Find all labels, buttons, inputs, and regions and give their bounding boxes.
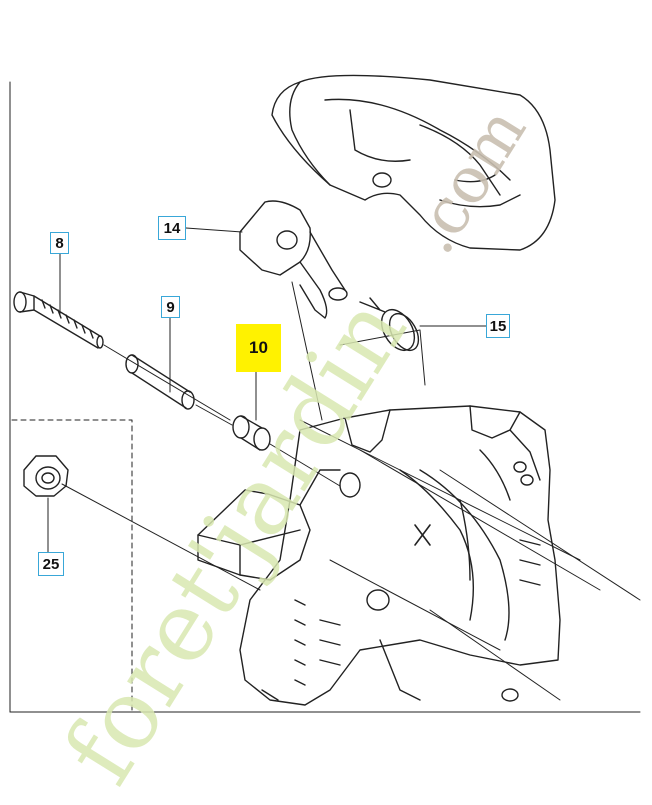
callout-8[interactable]: 8: [50, 232, 69, 254]
callout-14[interactable]: 14: [158, 216, 186, 240]
top-cover-housing: [271, 74, 556, 251]
spring-part-15: [359, 297, 420, 352]
callout-leaders: [47, 227, 487, 553]
callout-15[interactable]: 15: [486, 314, 510, 338]
nut-part-25: [23, 455, 261, 591]
brake-lever-part-14: [239, 200, 348, 319]
alignment-lines: [291, 281, 641, 701]
bolt-part-8: [13, 291, 231, 421]
watermark: foret'jardin .com: [43, 95, 541, 802]
dashed-group-box: [11, 419, 133, 713]
callout-10[interactable]: 10: [236, 324, 281, 372]
callout-9[interactable]: 9: [161, 296, 180, 318]
watermark-suffix-text: .com: [396, 95, 541, 266]
sleeve-part-9: [125, 354, 233, 426]
brake-bracket-housing: [197, 405, 561, 706]
callout-25[interactable]: 25: [38, 552, 64, 576]
bushing-part-10: [232, 415, 341, 487]
